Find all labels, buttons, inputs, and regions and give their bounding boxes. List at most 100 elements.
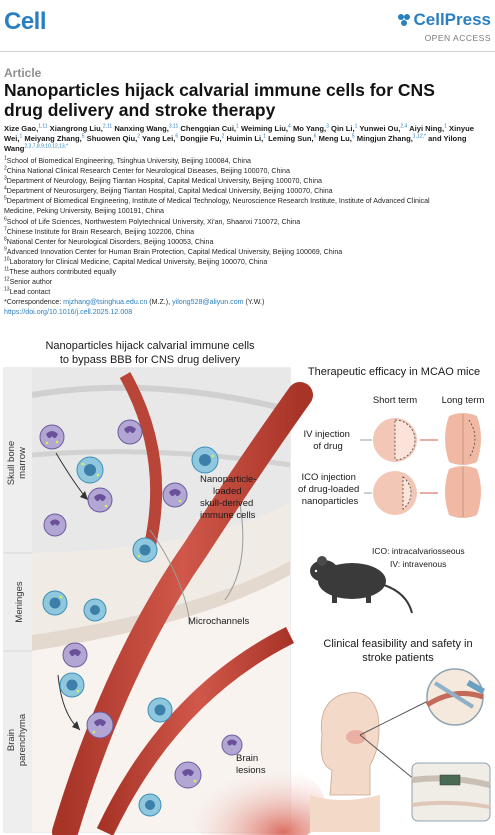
immune-cell bbox=[174, 761, 202, 789]
microchannel-line bbox=[149, 529, 191, 626]
affiliation-line: 8National Center for Neurological Disord… bbox=[4, 236, 214, 246]
short-term-label: Short term bbox=[373, 395, 417, 406]
author-name: Chengqian Cui, bbox=[178, 124, 237, 133]
layer-label-skull: Skull bonemarrow bbox=[6, 441, 28, 485]
journal-logo[interactable]: Cell bbox=[4, 8, 47, 35]
affiliation-line: 1School of Biomedical Engineering, Tsing… bbox=[4, 155, 252, 165]
layer-label-meninges: Meninges bbox=[14, 581, 25, 622]
ico-definition: ICO: intracalvariosseous bbox=[372, 546, 465, 556]
correspondence: *Correspondence: mjzhang@tsinghua.edu.cn… bbox=[4, 298, 265, 307]
author-affiliation-ref[interactable]: 1 bbox=[354, 123, 358, 130]
affiliation-line: 2China National Clinical Research Center… bbox=[4, 165, 290, 176]
author-name: Weiming Liu, bbox=[238, 124, 289, 133]
affiliation-line: 4Department of Neurosurgery, Beijing Tia… bbox=[4, 185, 333, 196]
author-affiliation-ref[interactable]: 1 bbox=[19, 133, 23, 140]
author-affiliation-ref[interactable]: 2,3,7,8,9,10,12,13,* bbox=[24, 143, 69, 150]
meninges-membrane bbox=[32, 561, 290, 651]
affiliation-line: 3Department of Neurology, Beijing Tianta… bbox=[4, 175, 322, 186]
author-list: Xize Gao,1,11 Xiangrong Liu,2,11 Nanxing… bbox=[4, 124, 492, 155]
author-affiliation-ref[interactable]: 6 bbox=[313, 133, 317, 140]
author-affiliation-ref[interactable]: 3 bbox=[326, 123, 329, 130]
email-link-2[interactable]: yilong528@aliyun.com bbox=[172, 298, 244, 307]
immune-cells-label: Nanoparticle- loaded skull-derived immun… bbox=[200, 474, 259, 521]
blood-vessel-branch bbox=[96, 626, 295, 835]
author-name: and Yilong Wang bbox=[4, 134, 467, 154]
immune-cell bbox=[147, 697, 173, 723]
graphical-abstract: Skull bonemarrow Meninges Brainparenchym… bbox=[0, 335, 495, 835]
author-affiliation-ref[interactable]: 1 bbox=[236, 123, 239, 130]
immune-cell bbox=[191, 446, 219, 474]
author-affiliation-ref[interactable]: 1 bbox=[263, 133, 266, 140]
author-affiliation-ref[interactable]: 1 bbox=[444, 123, 447, 130]
arrowhead-icon bbox=[80, 491, 88, 500]
immune-cell bbox=[62, 642, 88, 668]
author-affiliation-ref[interactable]: 2,4 bbox=[400, 123, 408, 130]
open-access-label: OPEN ACCESS bbox=[424, 33, 491, 43]
clinical-title-line-2: stroke patients bbox=[362, 652, 434, 664]
mouse-illustration bbox=[310, 556, 413, 614]
bone-texture bbox=[31, 384, 291, 413]
publisher-logo[interactable]: CellPress OPEN ACCESS bbox=[397, 10, 491, 43]
affiliation-line: 5Department of Biomedical Engineering, I… bbox=[4, 196, 430, 206]
immune-cell bbox=[138, 793, 162, 817]
immune-cell bbox=[42, 590, 68, 616]
patient-head-illustration bbox=[310, 692, 380, 832]
cellpress-icon bbox=[397, 14, 410, 26]
affiliation-line: 12Senior author bbox=[4, 276, 53, 287]
author-name: Mingjun Zhang, bbox=[354, 134, 413, 144]
author-affiliation-ref[interactable]: 2 bbox=[221, 133, 225, 140]
affiliation-line: 6School of Life Sciences, Northwestern P… bbox=[4, 216, 301, 226]
doi-link[interactable]: https://doi.org/10.1016/j.cell.2025.12.0… bbox=[4, 308, 133, 317]
author-name: Aiyi Ning, bbox=[407, 124, 445, 133]
author-affiliation-ref[interactable]: 5 bbox=[351, 133, 355, 140]
author-affiliation-ref[interactable]: 6 bbox=[175, 133, 179, 140]
affiliation-line: Medicine, Peking University, Beijing 100… bbox=[4, 207, 164, 216]
immune-cell bbox=[43, 513, 67, 537]
author-name: Shuowen Qiu, bbox=[84, 134, 138, 144]
iv-definition: IV: intravenous bbox=[390, 559, 446, 569]
zoom-line bbox=[359, 734, 416, 781]
left-panel-title-line-1: Nanoparticles hijack calvarial immune ce… bbox=[45, 340, 255, 352]
brain-slice-short-ico bbox=[373, 471, 417, 515]
immune-cell bbox=[132, 537, 158, 563]
author-name: Meng Lu, bbox=[316, 134, 352, 144]
author-name: Xiangrong Liu, bbox=[47, 124, 103, 133]
author-name: Yang Lei, bbox=[140, 134, 176, 144]
author-name: Qin Li, bbox=[328, 124, 355, 133]
immune-cell bbox=[221, 734, 243, 756]
author-affiliation-ref[interactable]: 2 bbox=[137, 133, 141, 140]
blood-vessel-upper bbox=[119, 372, 163, 547]
author-affiliation-ref[interactable]: 2,11 bbox=[102, 123, 113, 130]
immune-cell bbox=[39, 424, 65, 450]
skull-section-zoom bbox=[411, 762, 491, 822]
brain-lesions-label: Brain lesions bbox=[236, 753, 266, 776]
author-affiliation-ref[interactable]: 1,11 bbox=[38, 123, 48, 130]
title-line-1: Nanoparticles hijack calvarial immune ce… bbox=[4, 80, 435, 100]
brain-long-ico bbox=[445, 466, 481, 518]
author-affiliation-ref[interactable]: 1,12,* bbox=[412, 133, 426, 140]
immune-cell bbox=[83, 598, 107, 622]
journal-header: Cell CellPress OPEN ACCESS bbox=[0, 0, 495, 52]
immune-cell bbox=[59, 672, 85, 698]
affiliation-line: 13Lead contact bbox=[4, 286, 51, 297]
affiliation-line: 10Laboratory for Clinical Medicine, Capi… bbox=[4, 256, 268, 266]
author-name: Leming Sun, bbox=[265, 134, 314, 144]
email-link-1[interactable]: mjzhang@tsinghua.edu.cn bbox=[63, 298, 148, 307]
author-affiliation-ref[interactable]: 4 bbox=[288, 123, 291, 130]
brain-lesion bbox=[185, 760, 325, 835]
ico-injection-label: ICO injection of drug-loaded nanoparticl… bbox=[298, 472, 362, 507]
author-name: Dongjie Fu, bbox=[178, 134, 222, 144]
author-affiliation-ref[interactable]: 3,11 bbox=[168, 123, 179, 130]
microchannel-line bbox=[224, 504, 244, 601]
left-panel-title-line-2: to bypass BBB for CNS drug delivery bbox=[60, 354, 241, 366]
blood-vessel-main bbox=[52, 382, 313, 835]
affiliations: 1School of Biomedical Engineering, Tsing… bbox=[4, 156, 492, 318]
author-name: Yunwei Ou, bbox=[357, 124, 401, 133]
author-affiliation-ref[interactable]: 5 bbox=[81, 133, 85, 140]
arrowhead-icon bbox=[72, 721, 80, 730]
author-name: Xinyue Wei, bbox=[4, 124, 474, 144]
affiliation-line: 7Chinese Institute for Brain Research, B… bbox=[4, 226, 195, 236]
zoom-line bbox=[359, 699, 431, 736]
immune-cells bbox=[39, 419, 243, 817]
immune-cell bbox=[162, 482, 188, 508]
